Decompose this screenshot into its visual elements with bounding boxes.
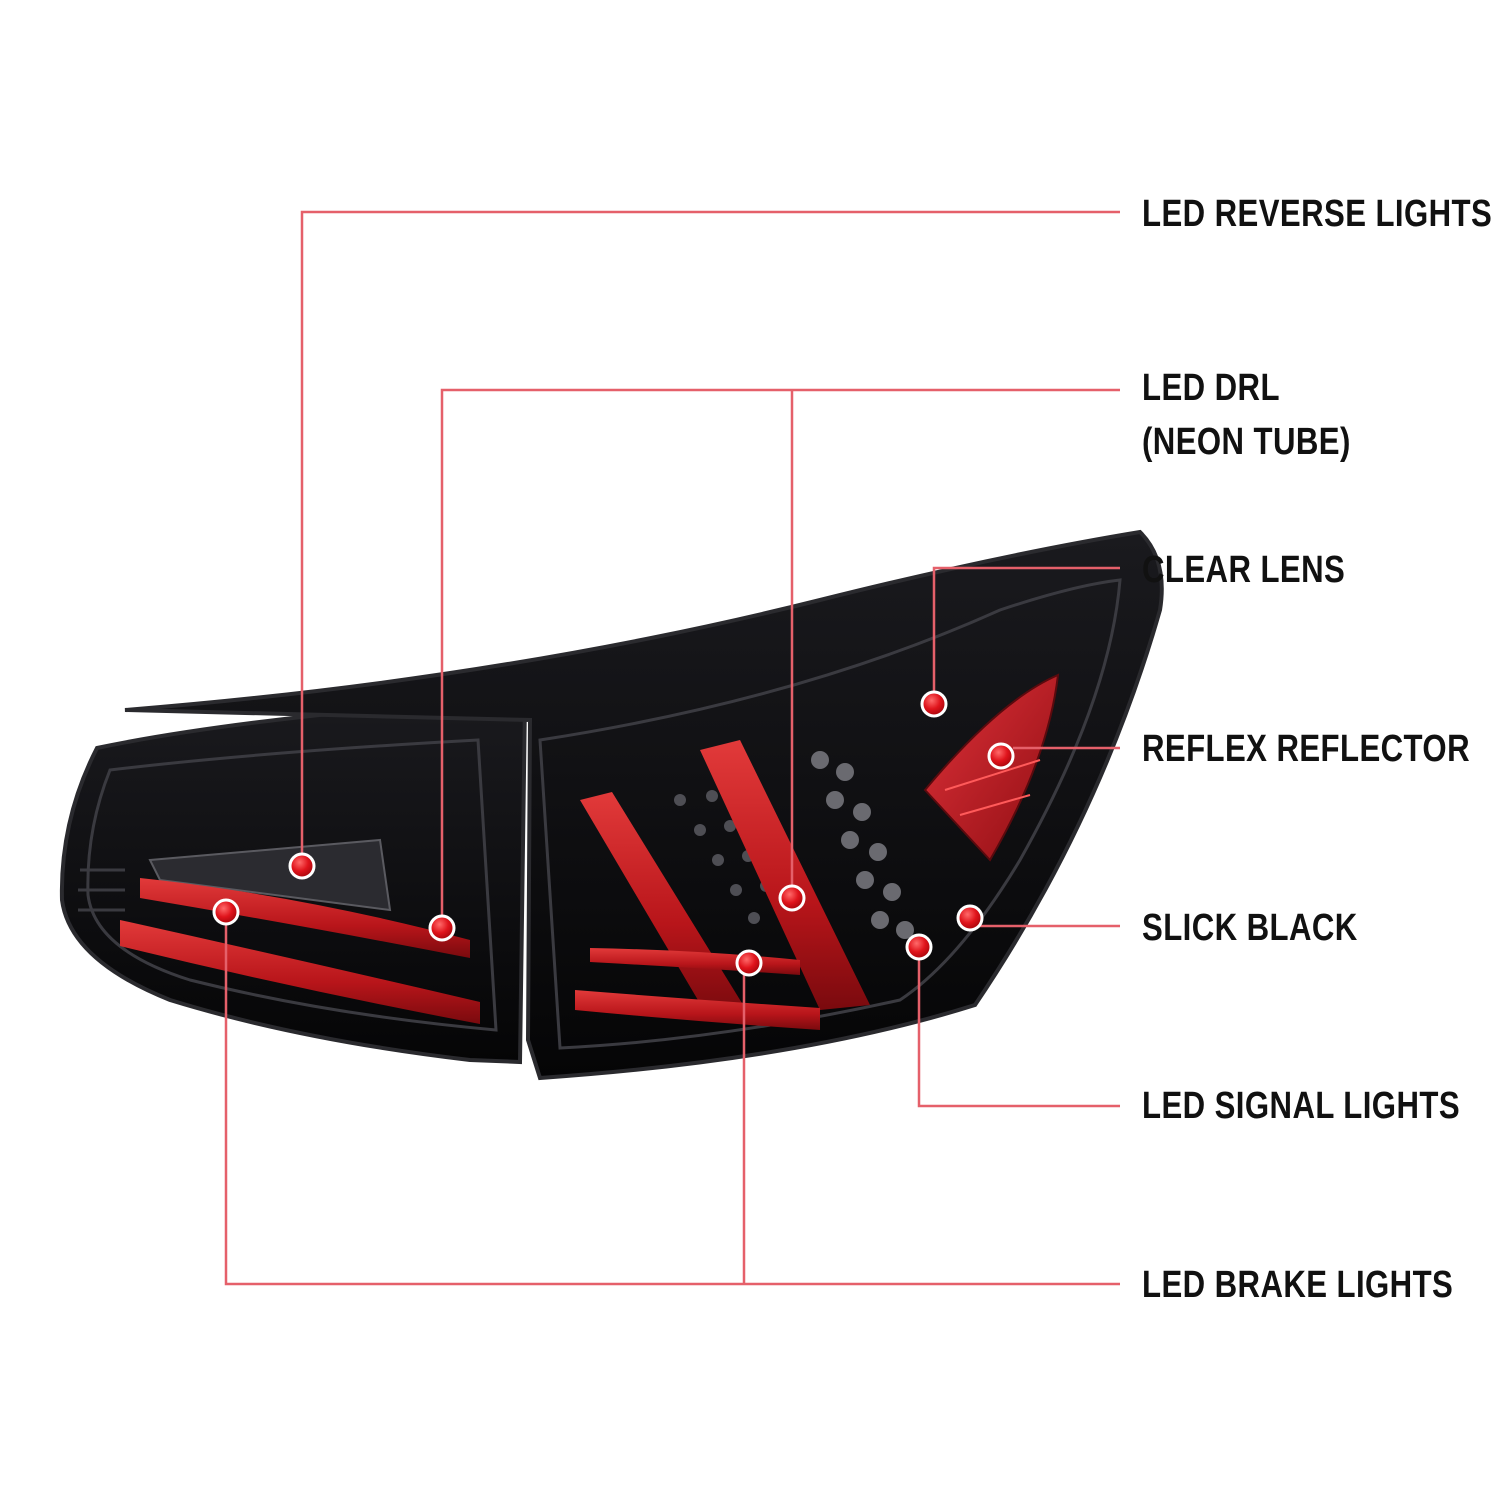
marker-brake-dot-left — [212, 898, 240, 926]
marker-dots — [212, 690, 1015, 977]
brake-bar-bottom — [575, 990, 820, 1030]
reverse-chrome-block — [148, 838, 392, 912]
leader-signal — [917, 950, 1120, 1108]
marker-drl-dot-left — [428, 914, 456, 942]
marker-slick-black-dot — [956, 904, 984, 932]
leader-brake — [224, 912, 1120, 1286]
drl-neon-tube — [700, 740, 870, 1010]
signal-led-cluster — [811, 751, 914, 939]
label-led-reverse-lights: LED REVERSE LIGHTS — [1142, 193, 1493, 235]
marker-reflex-dot — [987, 742, 1015, 770]
leader-clear-lens — [932, 566, 1120, 704]
label-led-brake-lights: LED BRAKE LIGHTS — [1142, 1264, 1454, 1306]
label-led-drl-line2: (NEON TUBE) — [1142, 421, 1351, 463]
outer-upper-bar — [140, 878, 470, 958]
leader-lines — [224, 210, 1120, 1286]
label-led-signal-lights: LED SIGNAL LIGHTS — [1142, 1085, 1461, 1127]
outer-lower-bar — [120, 920, 480, 1024]
reflex-reflector-ribs — [944, 759, 1041, 816]
outer-lamp-vents — [78, 868, 125, 912]
outer-lamp-bezel — [86, 738, 498, 1032]
label-led-drl-line1: LED DRL — [1142, 367, 1280, 409]
label-clear-lens: CLEAR LENS — [1142, 549, 1346, 591]
marker-signal-dot — [905, 933, 933, 961]
leader-reverse — [300, 210, 1120, 866]
outer-lamp — [59, 698, 528, 1065]
inner-lamp-body — [124, 529, 1164, 1081]
marker-drl-dot-right — [778, 884, 806, 912]
label-led-drl: LED DRL (NEON TUBE) — [1142, 366, 1351, 464]
label-reflex-reflector: REFLEX REFLECTOR — [1142, 728, 1470, 770]
marker-reverse-dot — [288, 852, 316, 880]
marker-brake-dot-right — [735, 949, 763, 977]
marker-clear-lens-dot — [920, 690, 948, 718]
label-slick-black: SLICK BLACK — [1142, 907, 1358, 949]
leader-drl — [440, 388, 1120, 928]
reflex-reflector — [923, 673, 1060, 862]
inner-lamp — [124, 529, 1164, 1081]
